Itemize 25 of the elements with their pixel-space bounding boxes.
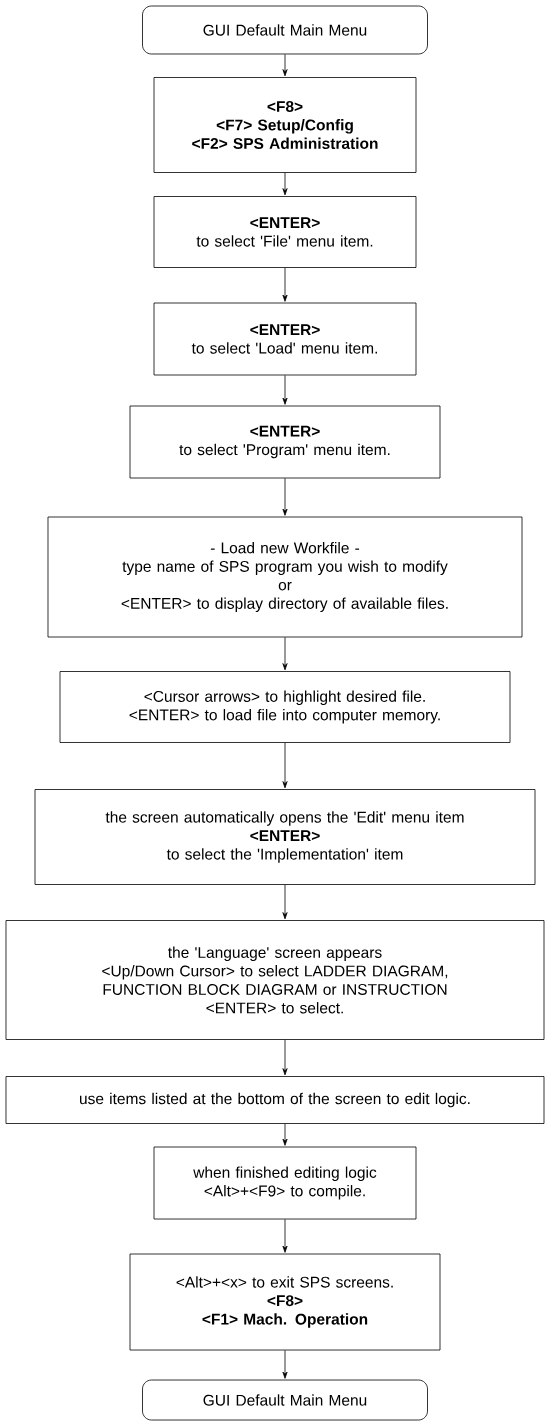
arrow (282, 478, 288, 516)
process-box: <Alt>+<x> to exit SPS screens. <F8> <F1> Mach. Operation (129, 1253, 441, 1351)
terminal-box: GUI Default Main Menu (142, 5, 428, 55)
process-box: <ENTER> to select 'Load' menu item. (153, 302, 417, 376)
process-box: <F8> <F7> Setup/Config <F2> SPS Administration (153, 77, 417, 173)
arrow (282, 375, 288, 405)
arrow (282, 884, 288, 920)
arrow (282, 54, 288, 77)
arrow (282, 1350, 288, 1379)
process-box: <ENTER> to select 'File' menu item. (153, 196, 417, 268)
arrow (282, 637, 288, 671)
arrow (282, 1219, 288, 1253)
terminal-box: GUI Default Main Menu (142, 1379, 428, 1421)
process-box: use items listed at the bottom of the screen to edit logic. (5, 1076, 545, 1124)
arrow (282, 172, 288, 196)
arrow (282, 742, 288, 789)
arrow (282, 1039, 288, 1076)
process-box: the screen automatically opens the 'Edit' menu item <ENTER> to select the 'Implementation' item (34, 789, 536, 885)
process-box: <ENTER> to select 'Program' menu item. (129, 405, 441, 479)
process-box: the 'Language' screen appears <Up/Down Cursor> to select LADDER DIAGRAM, FUNCTION BLOCK DIAGRAM or INSTRUCTION <ENTER> to select. (5, 920, 545, 1040)
process-box: when finished editing logic <Alt>+<F9> to compile. (153, 1146, 417, 1220)
process-box: <Cursor arrows> to highlight desired file. <ENTER> to load file into computer memory. (59, 671, 511, 743)
arrow (282, 1123, 288, 1146)
process-box: - Load new Workfile - type name of SPS program you wish to modify or <ENTER> to display directory of available files. (47, 516, 523, 638)
arrow (282, 267, 288, 302)
